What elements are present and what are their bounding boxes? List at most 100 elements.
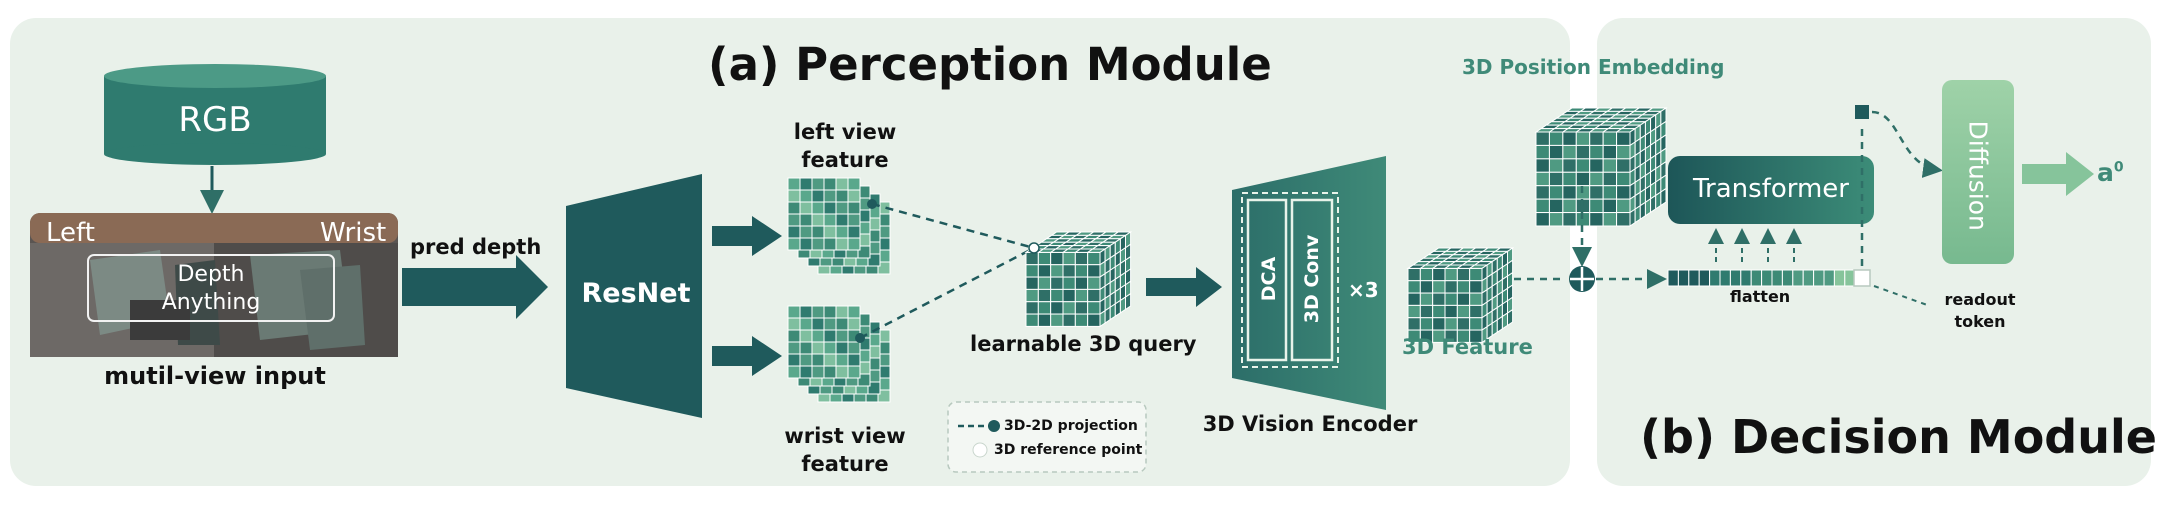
feature-cube-cell: [1456, 267, 1471, 282]
feature-cube-cell: [1469, 292, 1483, 306]
depth-label-line2: Anything: [161, 290, 261, 315]
readout-label-line2: token: [1954, 312, 2006, 331]
wrist-feature-label-line1: wrist view: [784, 424, 906, 448]
pos-cube-cell: [1602, 198, 1618, 214]
transformer-label: Transformer: [1692, 174, 1849, 204]
query-cube-cell: [1025, 251, 1039, 266]
feature-cube-cell: [1469, 304, 1483, 319]
wrist-feature-grid-layer: [787, 305, 861, 379]
arrow-to-left-feature: [712, 216, 782, 256]
query-cube-cell: [1050, 301, 1064, 315]
feature-cube-cell: [1432, 280, 1446, 294]
feature-cube-cell: [1469, 280, 1483, 294]
query-cube-cell: [1050, 251, 1064, 266]
arrow-to-encoder: [1146, 267, 1222, 307]
pos-cube-cell: [1644, 197, 1652, 217]
pos-cube-cell: [1639, 201, 1646, 221]
position-embedding-cube: [1534, 107, 1668, 227]
view-left-label: Left: [46, 218, 95, 248]
depth-label-line1: Depth: [177, 262, 245, 287]
wrist-feature-label-line2: feature: [801, 452, 889, 476]
query-cube-cell: [1074, 301, 1089, 315]
flatten-label: flatten: [1730, 287, 1791, 306]
pos-cube-cell: [1616, 144, 1631, 160]
pos-cube-cell: [1562, 198, 1577, 214]
query-cube-cell: [1062, 301, 1076, 315]
pos-cube-cell: [1616, 185, 1631, 200]
legend-projection-marker: [988, 420, 1000, 432]
query-cube-cell: [1037, 276, 1052, 290]
readout-label-line1: readout: [1944, 290, 2016, 309]
feature-cube-cell: [1432, 304, 1446, 319]
pos-cube-cell: [1575, 158, 1591, 173]
legend-box: [947, 401, 1147, 473]
resnet-label: ResNet: [581, 278, 691, 309]
query-cube-cell: [1074, 251, 1089, 266]
feature-cube-cell: [1444, 317, 1458, 331]
arrow-to-wrist-feature: [712, 336, 782, 376]
encoder-conv-label: 3D Conv: [1301, 234, 1323, 324]
perception-title: (a) Perception Module: [708, 38, 1272, 91]
token-cell: [1698, 269, 1711, 287]
feature-3d-label: 3D Feature: [1402, 335, 1533, 359]
token-up-arrows: [1708, 228, 1802, 262]
pos-cube-cell: [1535, 144, 1550, 160]
pos-cube-cell: [1562, 171, 1577, 187]
pos-cube-cell: [1548, 171, 1564, 187]
pos-embedding-label: 3D Position Embedding: [1462, 55, 1725, 79]
query-cube-cell: [1087, 264, 1101, 278]
token-cell: [1792, 269, 1804, 287]
pos-cube-cell: [1562, 185, 1577, 200]
query-cube-cell: [1025, 276, 1039, 290]
query-cube-cell: [1025, 301, 1039, 315]
feature-cube-cell: [1444, 280, 1458, 294]
input-caption: mutil-view input: [104, 362, 326, 390]
token-cell: [1709, 269, 1721, 287]
query-cube-cell: [1087, 251, 1101, 266]
pos-cube-cell: [1602, 185, 1618, 200]
legend-reference-label: 3D reference point: [994, 442, 1143, 458]
decision-panel: [1597, 18, 2151, 486]
pos-cube-cell: [1535, 171, 1550, 187]
feature-cube: [1406, 247, 1515, 344]
query-cube-cell: [1025, 264, 1039, 278]
query-cube: [1024, 231, 1133, 328]
query-cube-cell: [1037, 251, 1052, 266]
feature-cube-cell: [1469, 317, 1483, 331]
readout-output-square: [1855, 105, 1869, 119]
pos-cube-cell: [1548, 185, 1564, 200]
feature-cube-cell: [1432, 317, 1446, 331]
vision-encoder-block: [1232, 156, 1386, 410]
feature-cube-cell: [1432, 292, 1446, 306]
pos-cube-cell: [1548, 144, 1564, 160]
diffusion-block: [1942, 80, 2014, 264]
query-cube-cell: [1037, 288, 1052, 303]
pred-depth-label: pred depth: [410, 235, 542, 259]
pos-cube-cell: [1602, 158, 1618, 173]
query-cube-cell: [1125, 292, 1132, 311]
query-cube-cell: [1062, 264, 1076, 278]
projection-point-wrist: [855, 333, 865, 343]
output-label: a0: [2097, 158, 2124, 187]
feature-cube-cell: [1501, 312, 1508, 330]
token-cell: [1719, 269, 1731, 287]
feature-cube-cell: [1407, 292, 1421, 306]
pos-cube-cell: [1562, 158, 1577, 173]
token-cell: [1771, 269, 1783, 287]
add-operator: [1569, 266, 1595, 292]
query-cube-cell: [1062, 288, 1076, 303]
feature-cube-cell: [1407, 280, 1421, 294]
readout-pointer-line: [1873, 285, 1931, 307]
pos-cube-cell: [1575, 171, 1591, 187]
query-cube-cell: [1087, 276, 1101, 290]
projection-line-left: [871, 202, 1035, 250]
pos-cube-cell: [1589, 198, 1604, 214]
pos-cube-cell: [1589, 158, 1604, 173]
readout-token: [1853, 269, 1871, 287]
query-cube-cell: [1104, 306, 1111, 324]
pos-cube-cell: [1602, 144, 1618, 160]
encoder-dca-label: DCA: [1258, 256, 1280, 302]
feature-cube-cell: [1456, 304, 1471, 319]
feature-cube-cell: [1407, 267, 1421, 282]
projection-line-wrist: [859, 246, 1035, 340]
